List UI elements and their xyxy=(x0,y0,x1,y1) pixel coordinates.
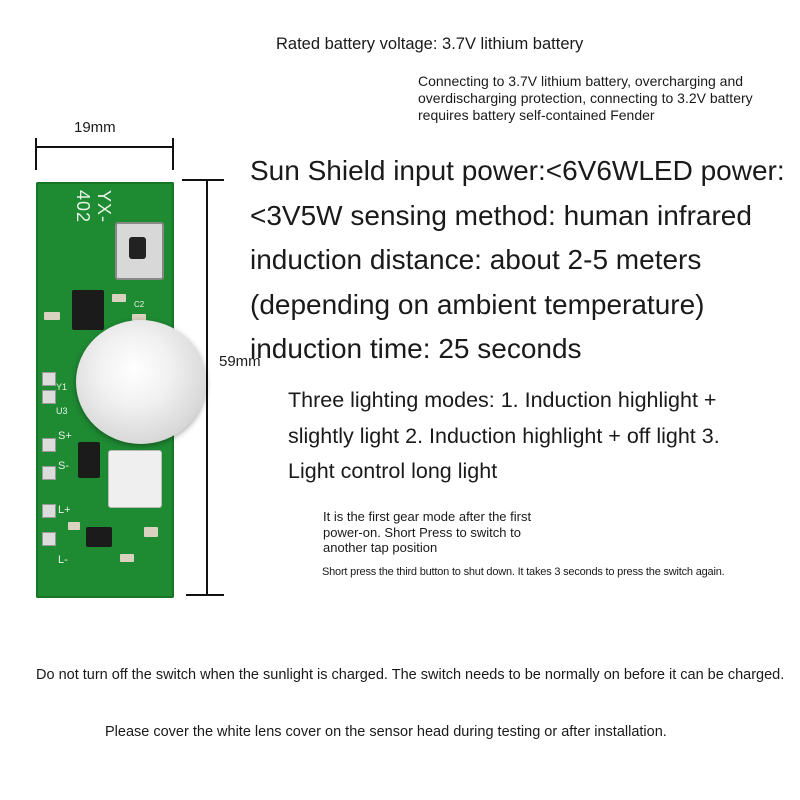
height-dimension-tick-bottom xyxy=(186,594,224,596)
battery-connector xyxy=(108,450,162,508)
solder-pad xyxy=(42,438,56,452)
shutdown-text: Short press the third button to shut dow… xyxy=(322,566,725,578)
tact-switch-cap xyxy=(129,237,146,259)
transistor-chip xyxy=(78,442,100,478)
smd-component xyxy=(144,527,158,537)
smd-component xyxy=(68,522,80,530)
lens-cover-note-text: Please cover the white lens cover on the… xyxy=(105,724,667,740)
width-dimension-tick-left xyxy=(35,138,37,170)
pir-sensor-board: YX-402 S+ S- L+ L- C2 U3 Y1 xyxy=(36,182,206,598)
protection-text: Connecting to 3.7V lithium battery, over… xyxy=(418,73,753,123)
first-gear-text: It is the first gear mode after the firs… xyxy=(323,509,532,555)
width-dimension-line xyxy=(36,146,174,148)
solder-pad xyxy=(42,532,56,546)
pir-lens-dome xyxy=(76,320,206,444)
smd-component xyxy=(112,294,126,302)
silk-label-l-plus: L+ xyxy=(58,504,71,516)
lighting-modes-text: Three lighting modes: 1. Induction highl… xyxy=(288,388,720,483)
height-dimension-label: 59mm xyxy=(219,353,261,370)
smd-component xyxy=(120,554,134,562)
solder-pad xyxy=(42,390,56,404)
silk-label-y1: Y1 xyxy=(56,382,68,392)
silk-label-c2: C2 xyxy=(134,300,145,309)
rated-voltage-text: Rated battery voltage: 3.7V lithium batt… xyxy=(276,35,584,53)
width-dimension-label: 19mm xyxy=(74,119,116,136)
solder-pad xyxy=(42,466,56,480)
charging-note-text: Do not turn off the switch when the sunl… xyxy=(36,667,785,683)
solder-pad xyxy=(42,372,56,386)
silk-label-u3: U3 xyxy=(56,406,68,416)
smd-component xyxy=(132,314,146,322)
silk-label-s-minus: S- xyxy=(58,460,69,472)
silk-label-s-plus: S+ xyxy=(58,430,72,442)
mosfet-chip xyxy=(86,527,112,547)
board-model-label: YX-402 xyxy=(73,190,114,224)
width-dimension-tick-right xyxy=(172,138,174,170)
control-chip xyxy=(72,290,104,330)
silk-label-l-minus: L- xyxy=(58,554,68,566)
height-dimension-line xyxy=(206,180,208,594)
height-dimension-tick-top xyxy=(182,179,224,181)
smd-component xyxy=(44,312,60,320)
solder-pad xyxy=(42,504,56,518)
specifications-text: Sun Shield input power:<6V6WLED power:<3… xyxy=(250,155,785,364)
